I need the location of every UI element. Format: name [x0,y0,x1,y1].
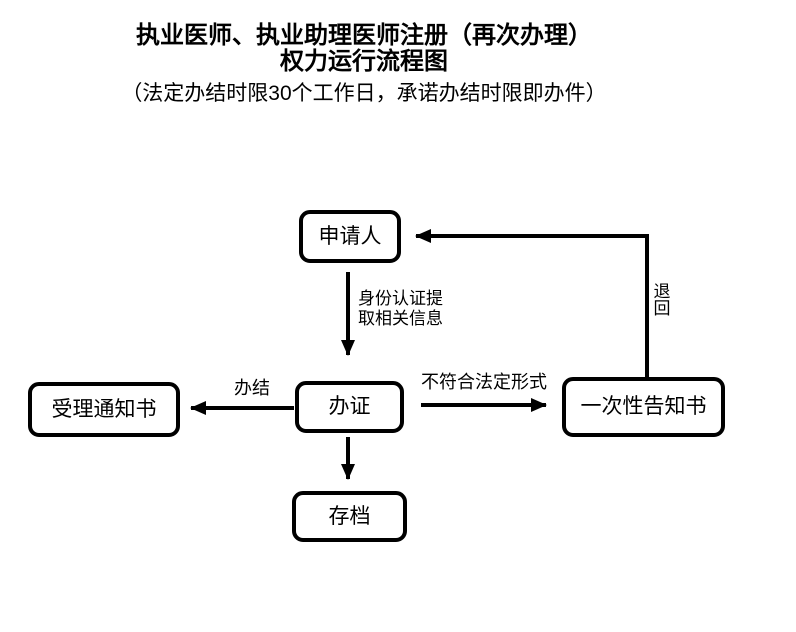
edge-label-complete: 办结 [234,378,270,398]
page-title-line2: 权力运行流程图 [280,48,448,75]
node-acceptance-notice: 受理通知书 [28,382,180,437]
edge-label-return: 退回 [653,282,671,318]
page-title-line1: 执业医师、执业助理医师注册（再次办理） [136,22,592,49]
edge-label-identity-auth-line2: 取相关信息 [358,309,443,328]
page-subtitle: （法定办结时限30个工作日，承诺办结时限即办件） [121,82,607,105]
edge-label-not-legal-form: 不符合法定形式 [421,372,547,392]
node-applicant: 申请人 [299,210,401,263]
title-block: 执业医师、执业助理医师注册（再次办理） 权力运行流程图 （法定办结时限30个工作… [0,23,728,106]
edge-one-time-notice-to-applicant [415,229,649,377]
edge-label-identity-auth: 身份认证提 取相关信息 [358,289,443,329]
node-one-time-notice: 一次性告知书 [562,377,725,437]
node-process: 办证 [295,381,404,433]
edge-label-identity-auth-line1: 身份认证提 [358,289,443,308]
node-archive: 存档 [292,491,407,542]
